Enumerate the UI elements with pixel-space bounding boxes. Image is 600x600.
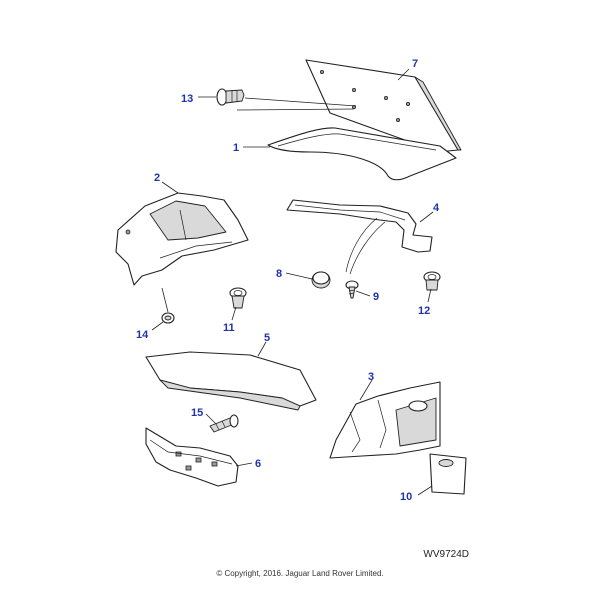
part-3-side-trim-right xyxy=(329,381,441,459)
callout-9: 9 xyxy=(373,291,379,303)
part-8-grommet xyxy=(311,271,331,289)
part-7-shelf-panel xyxy=(305,59,462,153)
callout-6: 6 xyxy=(255,458,261,470)
callout-13: 13 xyxy=(181,93,193,105)
part-14-fastener xyxy=(161,287,175,324)
part-13-push-clip xyxy=(216,88,357,111)
part-6-scuff-plate xyxy=(145,427,239,487)
callout-1: 1 xyxy=(233,142,239,154)
callout-5: 5 xyxy=(264,332,270,344)
callout-10: 10 xyxy=(400,491,412,503)
part-4-trim-strip xyxy=(286,199,433,275)
callout-11: 11 xyxy=(223,322,235,334)
callout-15: 15 xyxy=(191,407,203,419)
part-2-side-trim-left xyxy=(115,192,249,286)
part-15-fastener xyxy=(209,414,239,433)
part-9-screw xyxy=(345,280,359,299)
part-1-floor-cover xyxy=(267,127,457,181)
callout-14: 14 xyxy=(136,329,149,341)
part-11-clip xyxy=(229,287,247,309)
callout-12: 12 xyxy=(418,305,430,317)
part-12-clip xyxy=(423,271,441,291)
callout-7: 7 xyxy=(412,58,418,70)
callout-2: 2 xyxy=(154,172,160,184)
part-10-access-cover xyxy=(429,453,467,495)
diagram-reference-code: WV9724D xyxy=(423,549,469,560)
part-5-floor-mat xyxy=(145,351,317,411)
copyright-notice: © Copyright, 2016. Jaguar Land Rover Lim… xyxy=(216,569,384,578)
callout-8: 8 xyxy=(276,268,282,280)
callout-3: 3 xyxy=(368,371,374,383)
callout-4: 4 xyxy=(433,202,440,214)
leader-lines xyxy=(151,68,434,496)
